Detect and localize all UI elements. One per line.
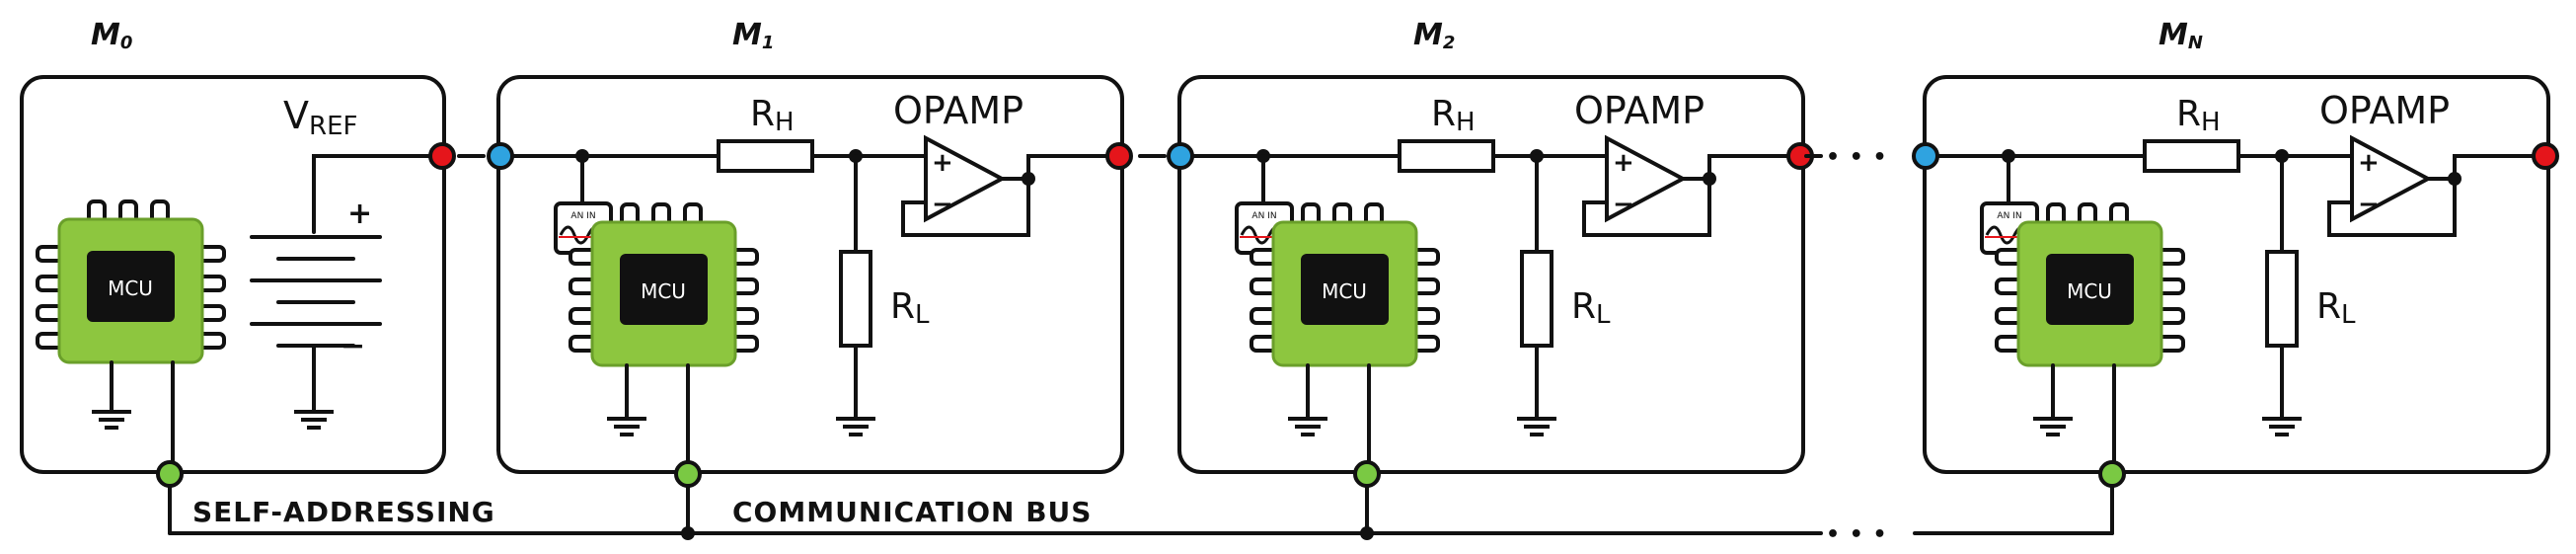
mcu-label: MCU: [641, 279, 686, 303]
module-m0: M0 MCU VREF + −: [20, 18, 446, 474]
opamp-label: OPAMP: [1574, 89, 1705, 132]
opamp-triangle: [1605, 134, 1688, 223]
opamp-minus: −: [1613, 190, 1634, 219]
output-node: [1105, 142, 1133, 170]
input-node: [487, 142, 514, 170]
svg-text:AN IN: AN IN: [1251, 211, 1276, 221]
module-label: M1: [732, 18, 774, 53]
communication-bus-label: COMMUNICATION BUS: [732, 496, 1092, 528]
resistor-rh: [717, 139, 814, 173]
rh-label: RH: [1431, 94, 1476, 137]
svg-text:AN IN: AN IN: [1997, 211, 2021, 221]
module-label-m0: M0: [91, 18, 132, 53]
battery-minus: −: [341, 329, 365, 363]
opamp-plus: +: [1613, 148, 1634, 178]
mcu-chip: MCU: [1250, 202, 1440, 367]
input-node: [1912, 142, 1939, 170]
rh-label: RH: [750, 94, 795, 137]
mcu-label: MCU: [2067, 279, 2112, 303]
mcu-chip-m0: MCU: [36, 199, 226, 364]
opamp-triangle: [924, 134, 1007, 223]
communication-bus: SELF-ADDRESSING COMMUNICATION BUS • • •: [168, 478, 2114, 547]
module-label: M2: [1413, 18, 1455, 53]
resistor-rl: [1520, 250, 1553, 348]
resistor-rh: [1398, 139, 1495, 173]
opamp-triangle: [2350, 134, 2433, 223]
opamp-plus: +: [932, 148, 953, 178]
mcu-label-m0: MCU: [108, 277, 153, 300]
opamp-minus: −: [2358, 190, 2380, 219]
bus-node: [156, 460, 184, 488]
resistor-rl: [2265, 250, 2299, 348]
resistor-rh: [2143, 139, 2240, 173]
opamp-label: OPAMP: [2319, 89, 2450, 132]
module-label: MN: [2159, 18, 2203, 53]
mcu-label: MCU: [1322, 279, 1367, 303]
input-node: [1167, 142, 1194, 170]
rh-label: RH: [2176, 94, 2221, 137]
rl-label: RL: [2316, 286, 2356, 330]
bus-junction: [1360, 526, 1374, 540]
chain-ellipsis: • • •: [1826, 145, 1888, 170]
self-addressing-label: SELF-ADDRESSING: [192, 496, 495, 528]
bus-junction: [681, 526, 695, 540]
module-box-m0: [20, 75, 446, 474]
resistor-rl: [839, 250, 872, 348]
opamp-minus: −: [932, 190, 953, 219]
output-node: [2532, 142, 2559, 170]
mcu-chip: MCU: [1995, 202, 2185, 367]
bus-node: [1353, 460, 1381, 488]
mcu-chip: MCU: [568, 202, 759, 367]
opamp-plus: +: [2358, 148, 2380, 178]
bus-node: [2098, 460, 2126, 488]
svg-text:AN IN: AN IN: [570, 211, 595, 221]
vref-label: VREF: [283, 94, 357, 141]
signal-chain: • • •: [457, 145, 1888, 170]
bus-node: [674, 460, 702, 488]
battery-icon: + −: [250, 197, 382, 363]
rl-label: RL: [890, 286, 930, 330]
battery-plus: +: [347, 197, 372, 231]
bus-ellipsis: • • •: [1826, 522, 1888, 547]
opamp-label: OPAMP: [893, 89, 1023, 132]
rl-label: RL: [1571, 286, 1611, 330]
module-mn: MN RH RL OPAMP + − AN IN MCU: [1923, 18, 2550, 474]
output-node: [428, 142, 456, 170]
